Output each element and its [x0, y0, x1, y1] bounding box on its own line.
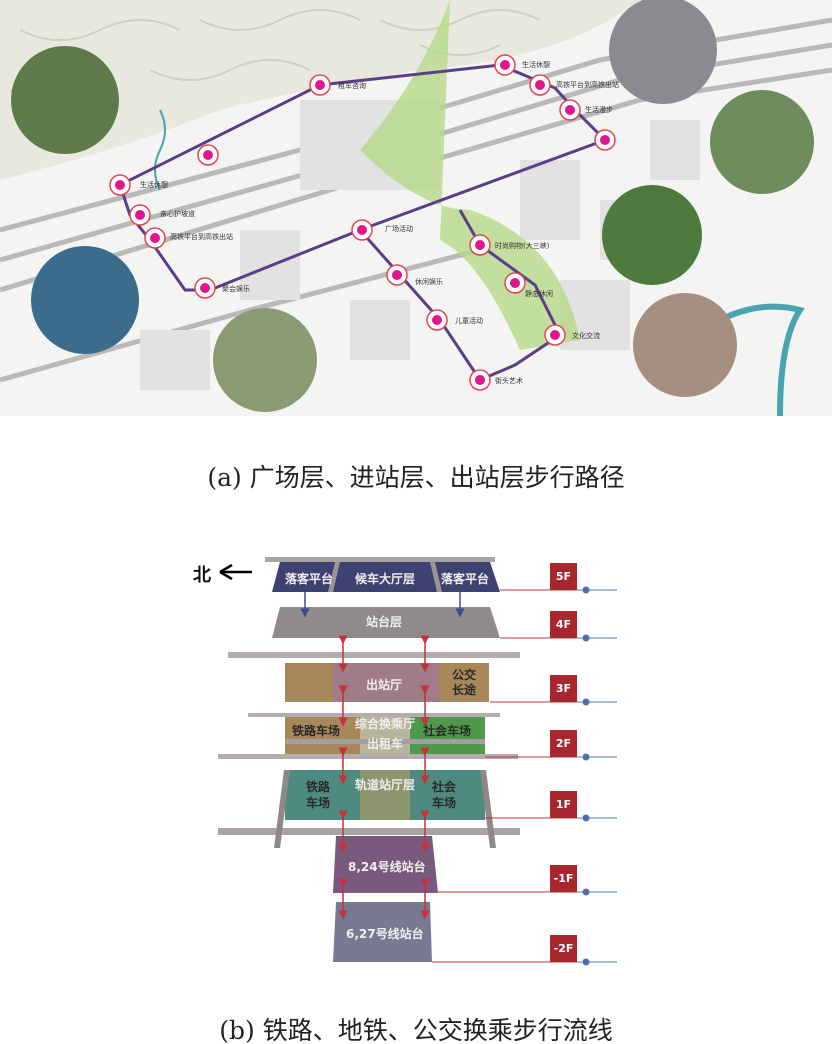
label-metro-hall: 轨道站厅层 — [355, 778, 416, 792]
label-line-6-27: 6,27号线站台 — [346, 927, 424, 941]
label-rail-lot: 铁路车场 — [292, 724, 341, 738]
label-dropoff-left: 落客平台 — [285, 572, 334, 586]
floor-tag-3f: 3F — [550, 675, 577, 702]
floor-tag-b1: -1F — [550, 865, 577, 892]
north-label: 北 — [193, 565, 211, 586]
map-label: 街头艺术 — [495, 377, 523, 385]
label-taxi: 出租车 — [367, 737, 404, 751]
map-label: 静态休闲 — [525, 290, 553, 298]
map-label: 文化交流 — [572, 332, 600, 340]
label-dropoff-right: 落客平台 — [441, 572, 490, 586]
map-label: 聚会娱乐 — [222, 285, 250, 293]
map-label: 生活休憩 — [522, 61, 550, 69]
map-label: 休闲娱乐 — [415, 278, 443, 286]
label-waiting-hall: 候车大厅层 — [355, 572, 416, 586]
map-label: 租车咨询 — [338, 82, 366, 90]
label-rail-lot-1f: 铁路车场 — [305, 780, 330, 810]
map-label: 亲心护坡道 — [160, 210, 195, 218]
label-bus: 公交长途 — [451, 668, 476, 697]
label-public-lot: 社会车场 — [423, 724, 472, 738]
map-label: 生活休憩 — [140, 181, 168, 189]
map-label: 儿童活动 — [455, 317, 483, 325]
caption-b: (b) 铁路、地铁、公交换乘步行流线 — [219, 1016, 613, 1044]
floor-tag-4f: 4F — [550, 611, 577, 638]
floor-tag-b2: -2F — [550, 935, 577, 962]
caption-a: (a) 广场层、进站层、出站层步行路径 — [207, 463, 625, 492]
label-transfer-hall: 综合换乘厅 — [355, 717, 416, 731]
map-label: 高铁平台到高铁出站 — [170, 233, 233, 241]
label-line-8-24: 8,24号线站台 — [348, 860, 426, 874]
label-public-lot-1f: 社会车场 — [431, 780, 456, 810]
floor-tag-5f: 5F — [550, 563, 577, 590]
map-label: 广场活动 — [385, 225, 413, 233]
photo-inset — [11, 0, 814, 412]
label-exit-hall: 出站厅 — [366, 678, 403, 692]
label-platform-level: 站台层 — [366, 615, 403, 629]
walking-path-map — [0, 0, 832, 416]
map-label: 生活漫步 — [585, 106, 613, 114]
map-label: 高铁平台到高铁出站 — [556, 81, 619, 89]
north-arrow-icon — [219, 563, 252, 581]
map-label: 时尚购物(大三峡) — [495, 242, 550, 250]
floor-tag-1f: 1F — [550, 791, 577, 818]
floor-tag-2f: 2F — [550, 730, 577, 757]
